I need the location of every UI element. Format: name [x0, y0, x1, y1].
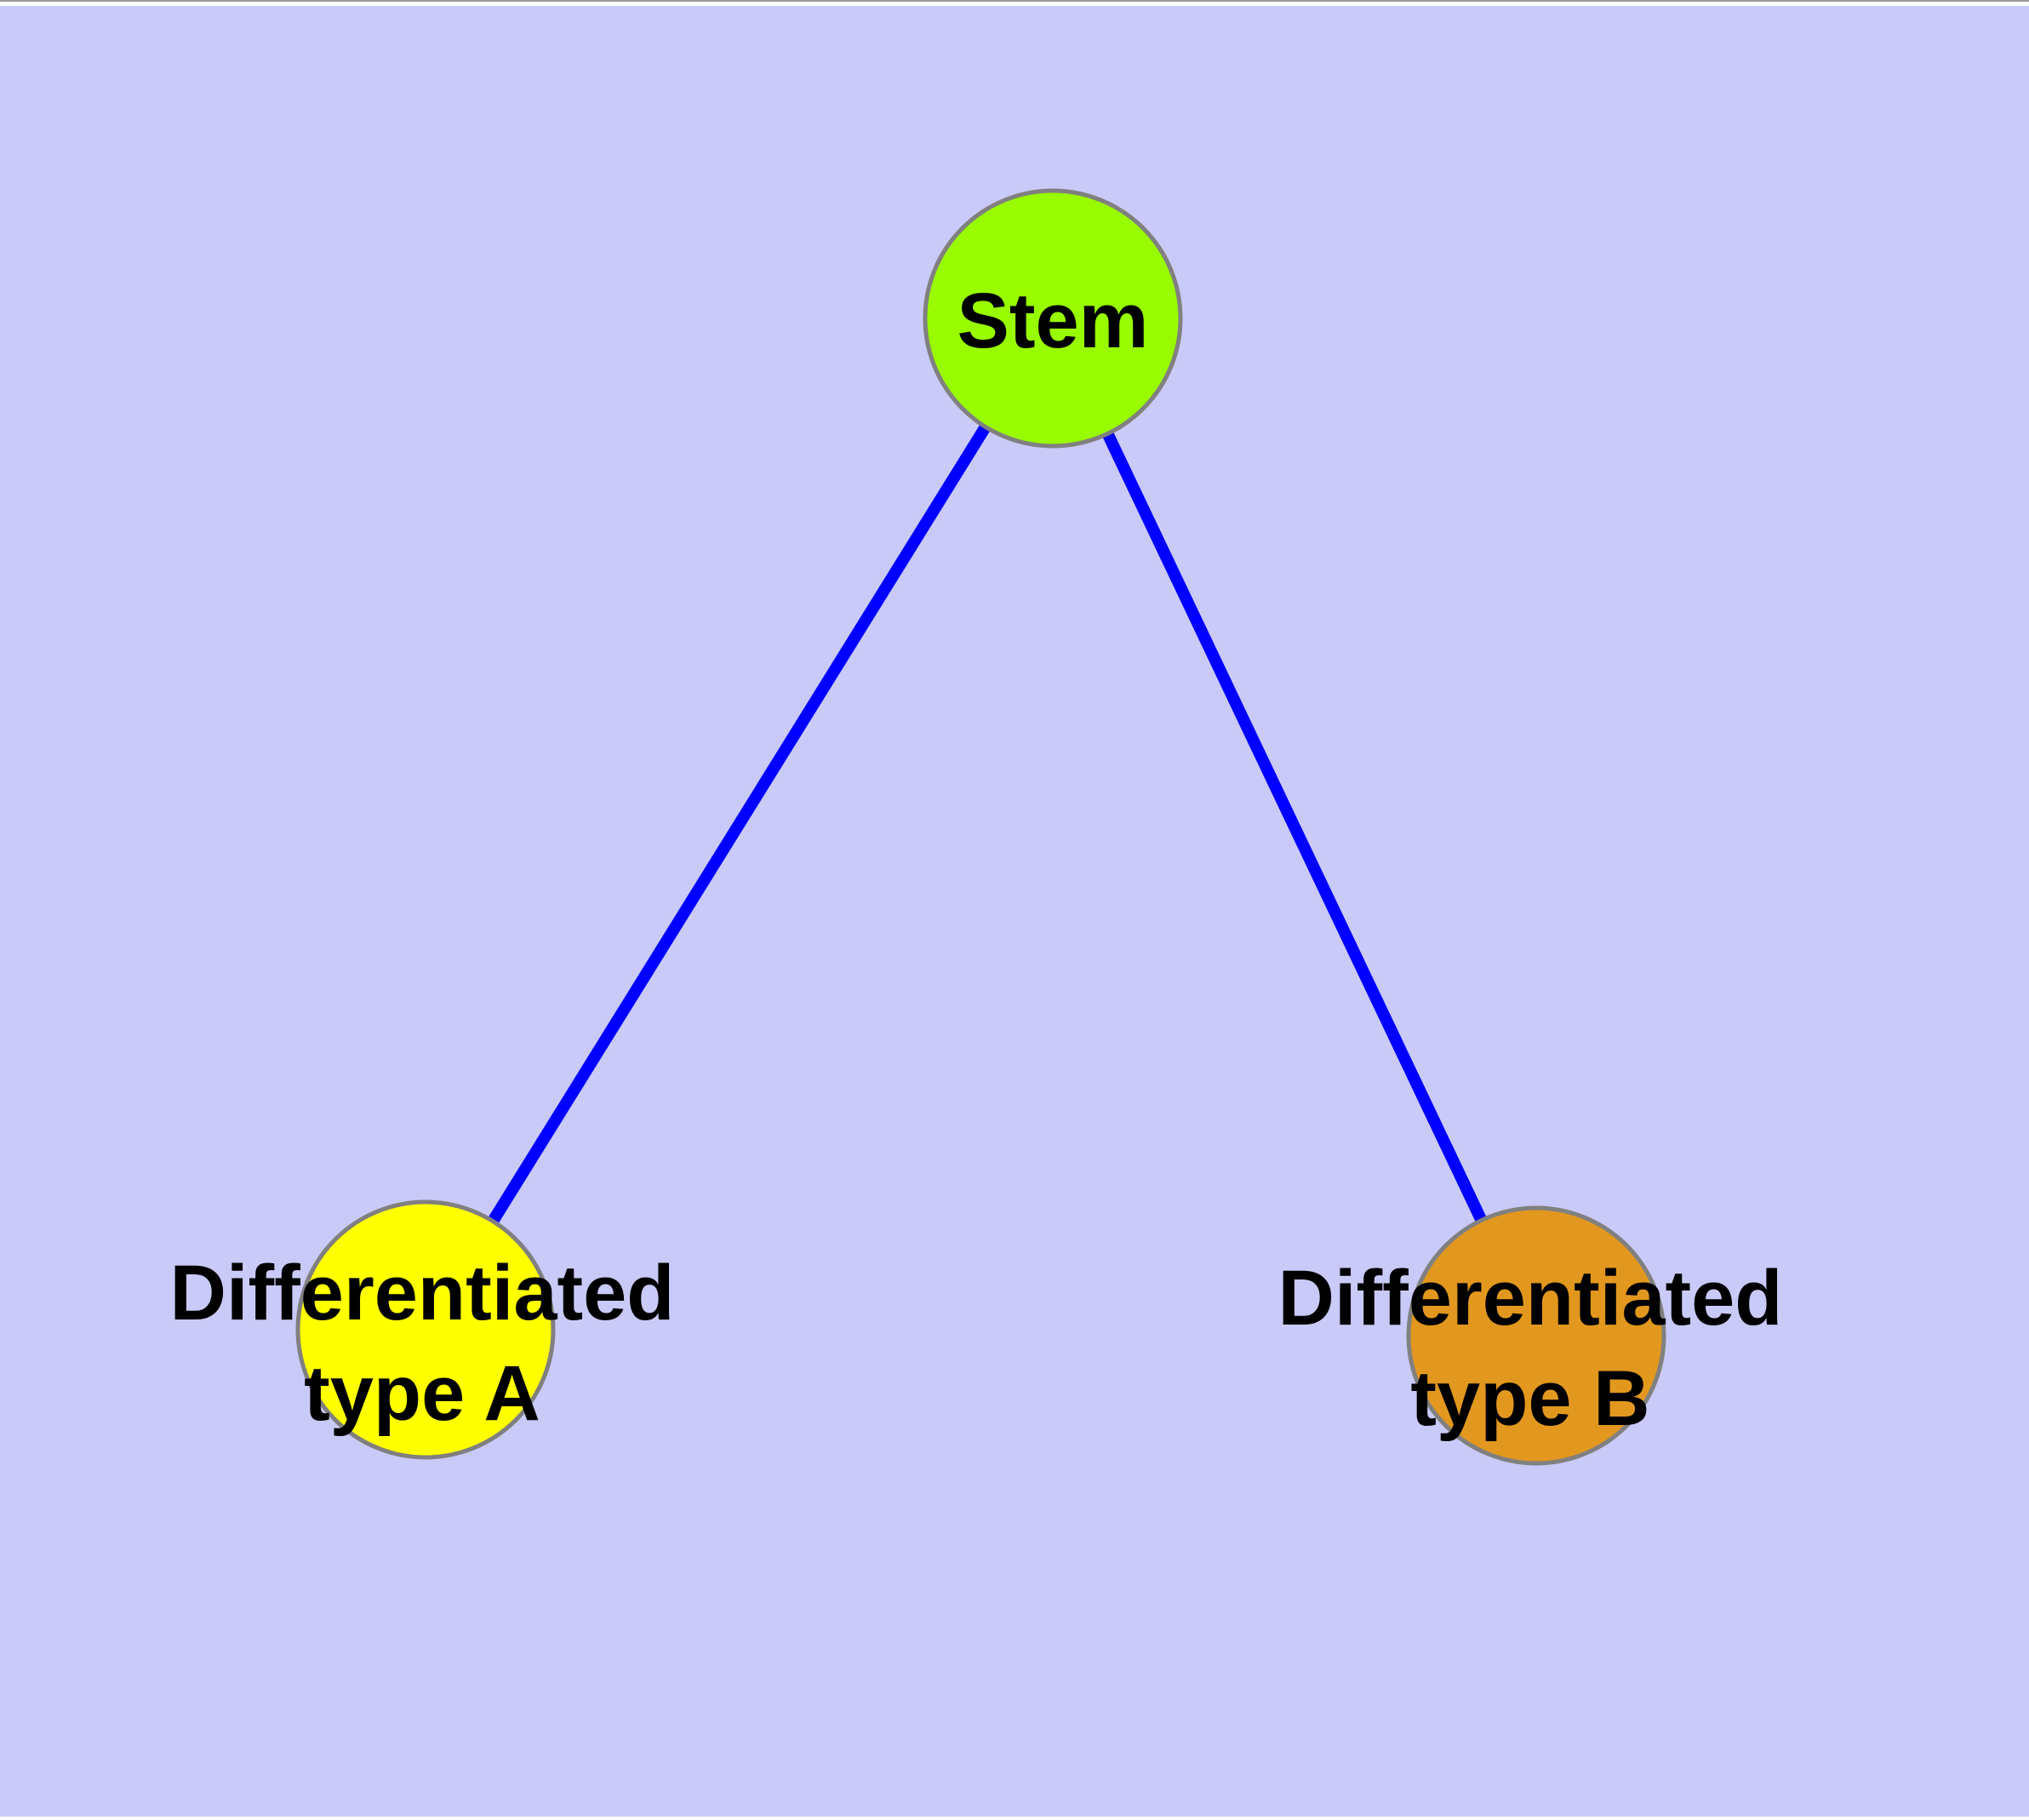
edge-stem-to-type-b: [1047, 315, 1542, 1339]
top-hairline: [0, 0, 2029, 2]
node-differentiated-type-a: [295, 1199, 556, 1460]
node-stem: [923, 188, 1183, 449]
node-type-a-label-line1: Differentiated: [170, 1250, 675, 1336]
node-stem-label: Stem: [957, 278, 1149, 364]
node-type-b-label-line1: Differentiated: [1278, 1255, 1783, 1342]
node-differentiated-type-b: [1406, 1205, 1666, 1466]
edge-stem-to-type-a: [420, 315, 1058, 1333]
node-type-a-label-line2: type A: [304, 1350, 540, 1437]
node-type-b-label-line2: type B: [1410, 1355, 1649, 1442]
